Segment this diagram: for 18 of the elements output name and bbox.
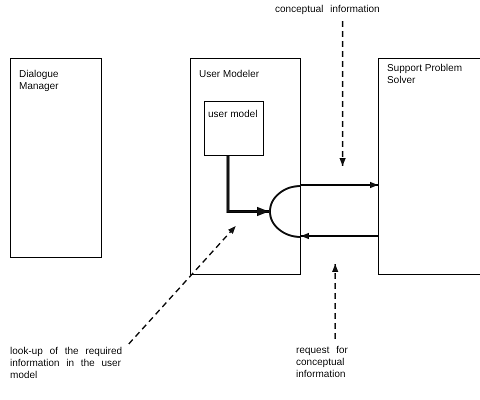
box-label: Dialogue Manager: [19, 69, 60, 93]
component-box: [378, 58, 480, 275]
dashed-arrow: [339, 21, 346, 166]
annotation-text: look-up of the required information in the user model: [10, 346, 124, 382]
process-box: [204, 101, 264, 156]
annotation-text: request for conceptual information: [296, 345, 349, 381]
dashed-arrow: [128, 226, 236, 344]
semicircle-shape: [269, 185, 301, 238]
annotation-text: conceptual information: [275, 4, 381, 16]
arrow: [301, 232, 378, 240]
dashed-arrow: [332, 264, 338, 339]
box-label: user model: [208, 109, 258, 121]
component-box: [10, 58, 102, 258]
arrow: [301, 182, 378, 188]
box-label: Support Problem Solver: [387, 63, 464, 87]
box-label: User Modeler: [199, 69, 260, 81]
component-box: [190, 58, 301, 275]
arrow: [226, 156, 269, 216]
